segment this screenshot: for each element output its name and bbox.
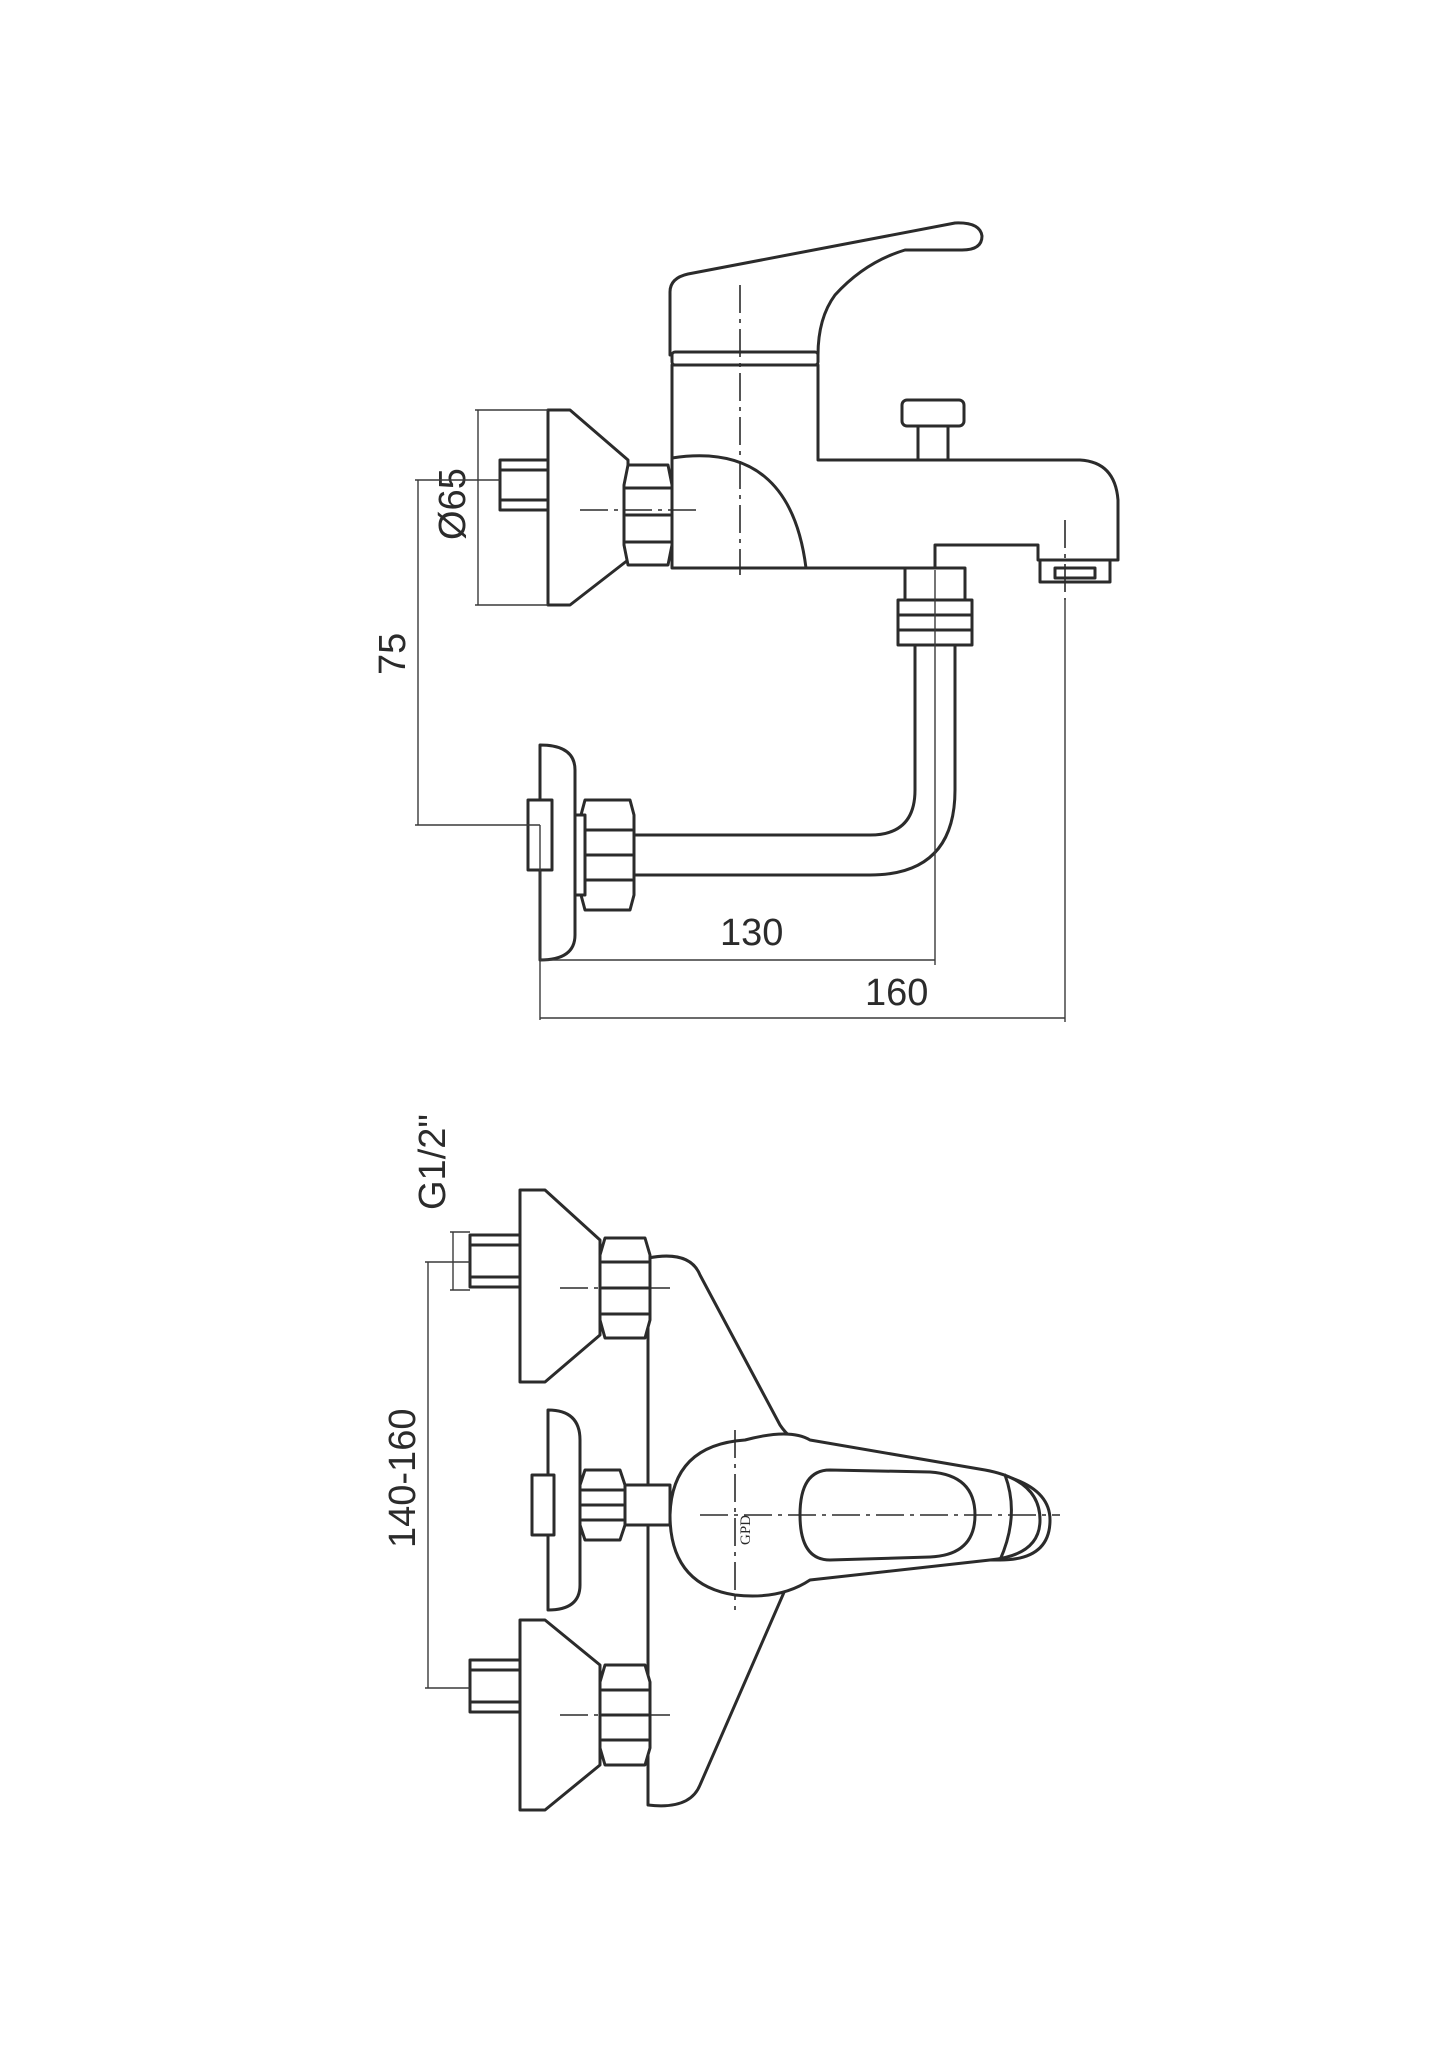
shower-stub <box>530 1473 556 1537</box>
inlet-thread-bottom <box>468 1658 522 1714</box>
lever-slot <box>798 1468 977 1562</box>
inlet-thread-top <box>468 1233 522 1289</box>
wall-rosette-top <box>518 1188 602 1384</box>
dim-height-75: 75 <box>372 633 414 675</box>
diverter-knob <box>900 398 966 428</box>
handle-base-ring <box>670 350 820 367</box>
dim-thread-g12: G1/2" <box>412 1114 454 1210</box>
cartridge-arc <box>670 454 808 570</box>
side-view: Ø65 75 130 160 <box>372 221 1120 1022</box>
shower-flange-top-view <box>546 1408 582 1612</box>
mixer-body <box>670 363 1120 570</box>
dim-width-130: 130 <box>720 912 783 954</box>
dim-diameter-65: Ø65 <box>432 468 474 540</box>
shower-pipe-top-view <box>623 1483 672 1527</box>
top-view: GPD G1/2" <box>382 1114 1060 1812</box>
diverter-stem <box>916 424 950 462</box>
shower-pipe <box>628 643 917 837</box>
lever-handle <box>668 221 984 357</box>
inlet-thread-upper <box>498 458 550 512</box>
wall-rosette-upper <box>546 408 630 607</box>
brand-logo: GPD <box>738 1515 754 1545</box>
dim-width-160: 160 <box>865 972 928 1014</box>
dim-spacing-140-160: 140-160 <box>382 1409 424 1548</box>
aerator <box>1053 566 1097 580</box>
